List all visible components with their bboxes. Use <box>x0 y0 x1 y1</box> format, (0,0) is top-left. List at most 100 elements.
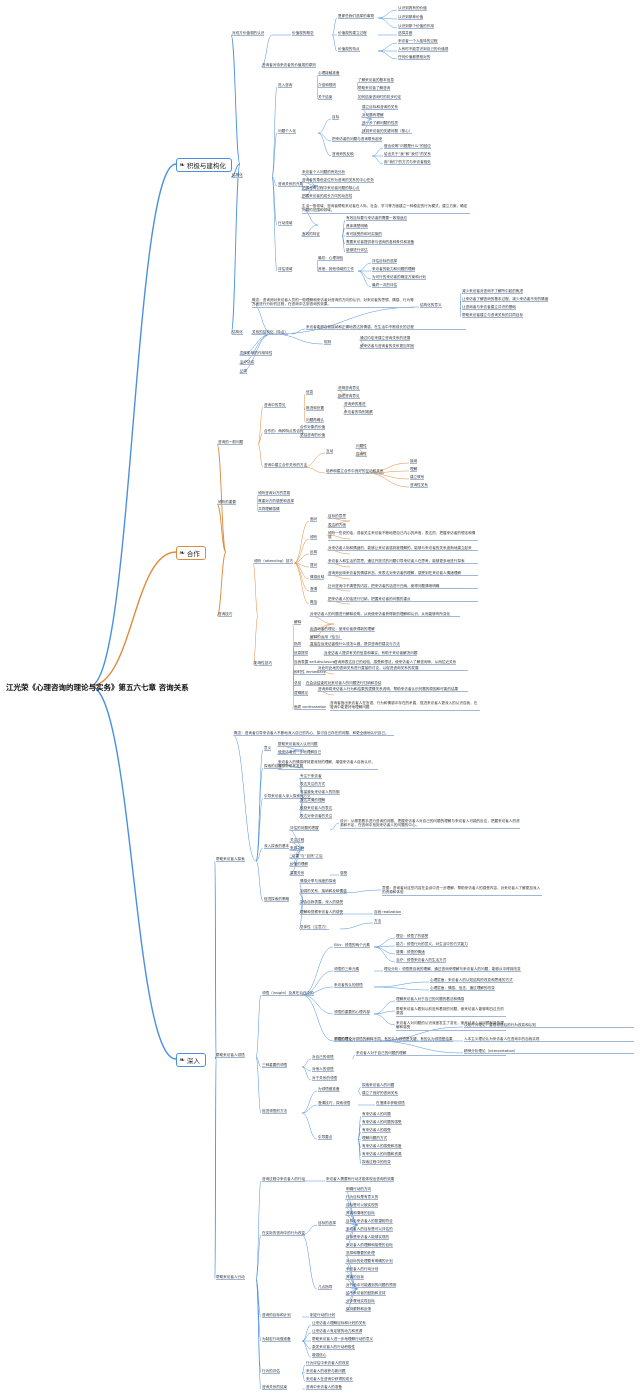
topic-node[interactable]: 描述咨询意见 <box>338 394 360 400</box>
topic-node[interactable]: 把来访者的问题与咨询联系起来 <box>332 137 383 143</box>
topic-node[interactable]: 有效目标要与来访者的需要一致相适应 <box>346 216 408 222</box>
topic-node[interactable]: 咨询关系的结束 <box>262 1385 288 1391</box>
topic-node[interactable]: 行为的评估 <box>262 1369 280 1375</box>
topic-node[interactable]: 表达共情的理解 <box>300 798 326 804</box>
topic-node[interactable]: 任何价值都是相对的 <box>398 55 431 61</box>
topic-node[interactable]: 明确行动的方向 <box>346 1187 372 1193</box>
topic-node[interactable]: 有来访者人的感受和态度 <box>362 1144 402 1150</box>
topic-node[interactable]: 理解来访者人对于自己的问题的看法和情感 <box>396 997 465 1003</box>
topic-node[interactable]: 促进领悟的方法 <box>262 1109 288 1115</box>
topic-node[interactable]: 用“我们”的方式与来访者相处 <box>384 160 431 166</box>
topic-node[interactable]: 咨询师反映来访者的情感状态，来表达对来访者的理解，感受到在来访者人情绪理解 <box>328 571 478 577</box>
topic-node[interactable]: 互动 <box>326 449 334 455</box>
topic-node[interactable]: 咨询技巧 <box>218 612 233 618</box>
topic-node[interactable]: 建立了良好的咨询关系 <box>362 1091 398 1097</box>
topic-node[interactable]: 来访者能够自我接纳和正确地表达其情感，在生活中不断成长的过程 <box>306 325 466 331</box>
topic-node[interactable]: 目标的意思 <box>328 514 346 520</box>
topic-node[interactable]: 表达关注的方式 <box>300 782 326 788</box>
topic-node[interactable]: 规则 <box>324 340 332 346</box>
topic-node[interactable]: 方法 <box>374 919 382 925</box>
topic-node[interactable]: 表达对来访者的关注 <box>300 814 333 820</box>
topic-node[interactable]: 目标 <box>332 115 340 121</box>
topic-node[interactable]: 认识到具有的价值 <box>398 6 427 12</box>
topic-node[interactable]: 逻辑推论 <box>294 691 309 697</box>
topic-node[interactable]: 领悟（insight）及其在治疗中的 <box>262 991 314 997</box>
topic-node[interactable]: 咨询者对待来访者的价值观的原则 <box>262 63 316 69</box>
topic-node[interactable]: 引导要点 <box>318 1135 333 1141</box>
topic-node[interactable]: 进入咨询 <box>278 83 293 89</box>
topic-node[interactable]: 做出说明“问题是什么”的回应 <box>384 144 431 150</box>
topic-node[interactable]: 咨询的一般问题 <box>218 440 244 446</box>
topic-node[interactable]: 使来访者与咨询者的关系更加牢固 <box>360 344 414 350</box>
topic-node[interactable]: 帮助来访者人探索 <box>216 857 245 863</box>
branch-active-structuring[interactable]: ❧ 积极与建构化 <box>176 158 232 172</box>
topic-node[interactable]: 价值观的特点 <box>338 47 360 53</box>
topic-node[interactable]: 总结咨询的价值 <box>300 433 326 439</box>
topic-node[interactable]: “后果”与“自然”之后 <box>290 854 323 860</box>
topic-node[interactable]: 来访者人的行动计划 <box>346 1267 379 1273</box>
topic-node[interactable]: 问题个人化 <box>278 129 296 135</box>
topic-node[interactable]: 目标的选择 <box>318 1221 336 1227</box>
topic-node[interactable]: 专注于来访者 <box>300 774 322 780</box>
topic-node[interactable]: 探索来访者人的问题 <box>362 1083 395 1089</box>
topic-node[interactable]: 意图：咨询者对这些内容在会谈中进一步理解，帮助来访者人的感受内容，对来访者人了解… <box>382 886 542 896</box>
topic-node[interactable]: 有来访者人的问题的感受 <box>362 1120 402 1126</box>
topic-node[interactable]: 让来访者了解咨询的基本过程，减少来访者不安的情绪 <box>462 297 549 303</box>
topic-node[interactable]: 领悟的重要的心理内部 <box>334 1010 370 1016</box>
topic-node[interactable]: 对问题有理解 <box>362 113 384 119</box>
topic-node[interactable]: 表达的方面 <box>328 523 346 529</box>
topic-node[interactable]: 理解 <box>410 467 418 473</box>
topic-node[interactable]: 反映 <box>310 550 318 556</box>
topic-node[interactable]: 指导 <box>294 642 302 648</box>
topic-node[interactable]: 理解和觉察来访者人的感受 <box>300 910 344 916</box>
topic-node[interactable]: 咨询师表达自己的经验、感受和想法，使来访者人了解咨询师，从而拉近关系 <box>334 660 457 666</box>
topic-node[interactable]: 保持跟踪和反馈 <box>346 1307 372 1313</box>
topic-node[interactable]: 使来访者进一步地理解自己 <box>278 750 322 756</box>
topic-node[interactable]: 结构化 <box>232 173 243 179</box>
topic-node[interactable]: 为可行的来访者的确定方案和计划 <box>372 275 426 281</box>
topic-node[interactable]: 评估目标的选择 <box>372 259 398 265</box>
topic-node[interactable]: 来访者人需要有行动才能体现出咨询的效果 <box>326 1177 395 1183</box>
topic-node[interactable]: 来访者人和生活的意思，通过开放式的问题引导来访者人在思考，能够更多地进行探索 <box>328 559 478 565</box>
topic-node[interactable]: 探索的目标 <box>264 764 282 770</box>
topic-node[interactable]: 同伴影响的作用特性 <box>240 351 273 357</box>
topic-node[interactable]: 来访者人的情感得到更深刻的理解，增强来访者人自我认识，能够帮助其发展 <box>278 760 378 770</box>
topic-node[interactable]: 问题再确认 <box>306 418 324 424</box>
topic-node[interactable]: 最终一次的评估 <box>372 283 398 289</box>
topic-node[interactable]: 咨询中的意见 <box>264 403 286 409</box>
topic-node[interactable]: 把握咨询过程中来访者问题的核心点 <box>302 186 360 192</box>
topic-node[interactable]: 澄清 <box>310 587 318 593</box>
topic-node[interactable]: 治疗：领悟来访者人的生活方式 <box>396 958 447 964</box>
topic-node[interactable]: 增强信心 <box>312 1353 327 1359</box>
topic-node[interactable]: 有效的特征 <box>302 232 320 238</box>
topic-node[interactable]: 价值的理解 <box>290 862 308 868</box>
topic-node[interactable]: 具体清楚明确 <box>346 224 368 230</box>
topic-node[interactable]: 概括 <box>310 600 318 606</box>
topic-node[interactable]: 对来访者人际和情绪的，能够让来访者感到被理解的，能够与来访者的关系逐渐地建立起来 <box>328 546 478 552</box>
topic-node[interactable]: 自我表露 self-disclosure <box>294 660 336 666</box>
branch-deepening[interactable]: ❧ 深入 <box>176 1053 206 1067</box>
topic-node[interactable]: 共同理解感情 <box>258 507 280 513</box>
topic-node[interactable]: 说明咨询意见 <box>338 386 360 392</box>
topic-node[interactable]: 最初：心理测验 <box>318 256 344 262</box>
topic-node[interactable]: 对来访者人提供有关的信息和事实，有助于来访者解决问题 <box>324 651 418 657</box>
topic-node[interactable]: 了解来访者的基本信息 <box>358 78 394 84</box>
topic-node[interactable]: 尊重对方的感受和选择 <box>258 499 294 505</box>
topic-node[interactable]: 分步骤地实现目标 <box>346 1299 375 1305</box>
topic-node[interactable]: 重要关系 <box>290 871 305 877</box>
topic-node[interactable]: 需要来访者提供参与咨询的各种条件和准备 <box>346 240 415 246</box>
topic-node[interactable]: 接纳 <box>410 459 418 465</box>
topic-node[interactable]: 咨询中建立合作关系的方法 <box>264 463 308 469</box>
topic-node[interactable]: 有可接受的和可实施的 <box>346 232 382 238</box>
topic-node[interactable]: 认识到那种价值 <box>398 15 424 21</box>
topic-node[interactable]: 理论：领悟了的感受 <box>396 934 429 940</box>
branch-cooperation[interactable]: ❧ 合作 <box>176 546 206 560</box>
topic-node[interactable]: 设计：从哪里着手进行咨询的问题，把握来访者人对自己的问题的理解与来访者人可能的反… <box>340 819 520 829</box>
topic-node[interactable]: 激发来访者人的行动积极性 <box>312 1345 356 1351</box>
topic-node[interactable]: 情感反映 <box>310 575 325 581</box>
topic-node[interactable]: 心理接触准备 <box>318 71 340 77</box>
topic-node[interactable]: 在会谈结束时对来访者人的问题进行归纳和总结 <box>306 681 382 687</box>
topic-node[interactable]: 价值观的概念 <box>292 31 314 37</box>
topic-node[interactable]: 咨询师将来访者人行为和结果的逻辑关系说明，帮助来访者认识问题的原因和可能的结果 <box>318 687 468 693</box>
topic-node[interactable]: 咨询师的反映 <box>332 152 354 158</box>
